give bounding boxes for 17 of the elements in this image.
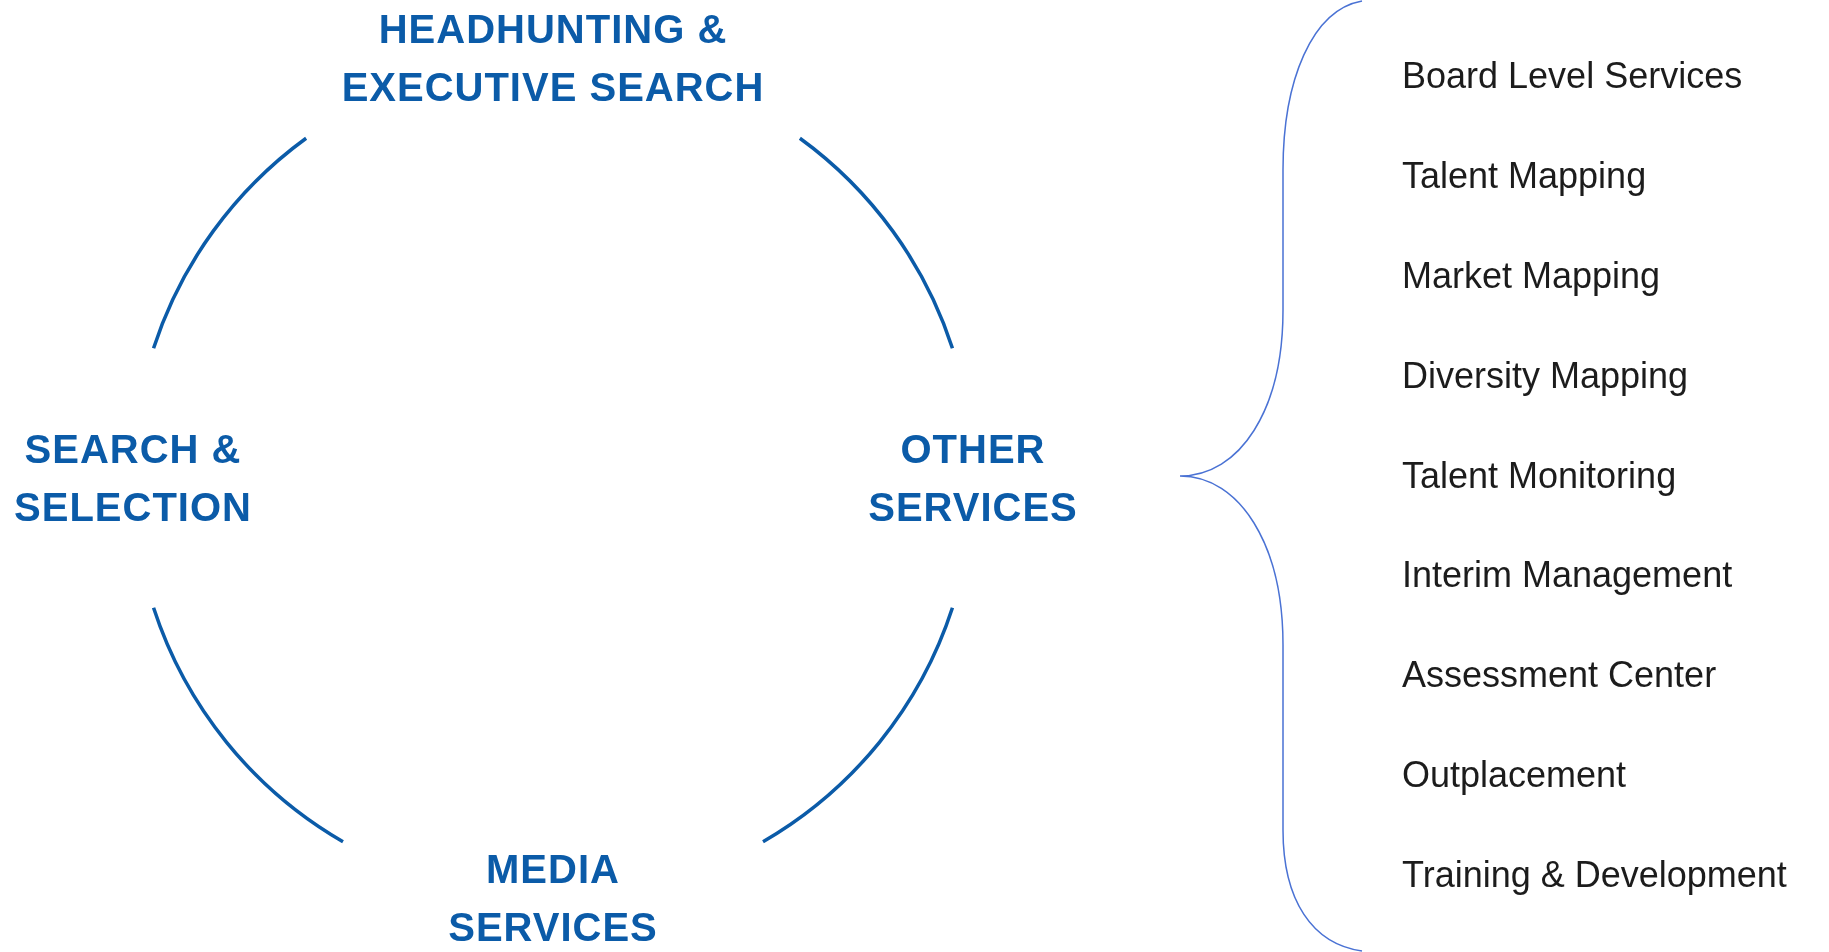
service-item: Diversity Mapping: [1402, 355, 1689, 397]
service-item: Talent Mapping: [1402, 155, 1647, 197]
service-item: Outplacement: [1402, 754, 1627, 796]
arc-connector: [762, 607, 955, 844]
service-item: Interim Management: [1402, 554, 1733, 596]
category-label: OTHER SERVICES: [843, 420, 1103, 536]
category-label: MEDIA SERVICES: [423, 840, 683, 952]
service-item: Talent Monitoring: [1402, 455, 1677, 497]
service-item: Market Mapping: [1402, 255, 1661, 297]
arc-connector: [798, 136, 955, 349]
arc-connector: [151, 607, 344, 844]
category-label: SEARCH & SELECTION: [3, 420, 263, 536]
category-label: HEADHUNTING & EXECUTIVE SEARCH: [318, 0, 788, 116]
service-item: Assessment Center: [1402, 654, 1717, 696]
service-item: Board Level Services: [1402, 55, 1743, 97]
arc-connector: [151, 136, 308, 349]
service-item: Training & Development: [1402, 854, 1787, 896]
